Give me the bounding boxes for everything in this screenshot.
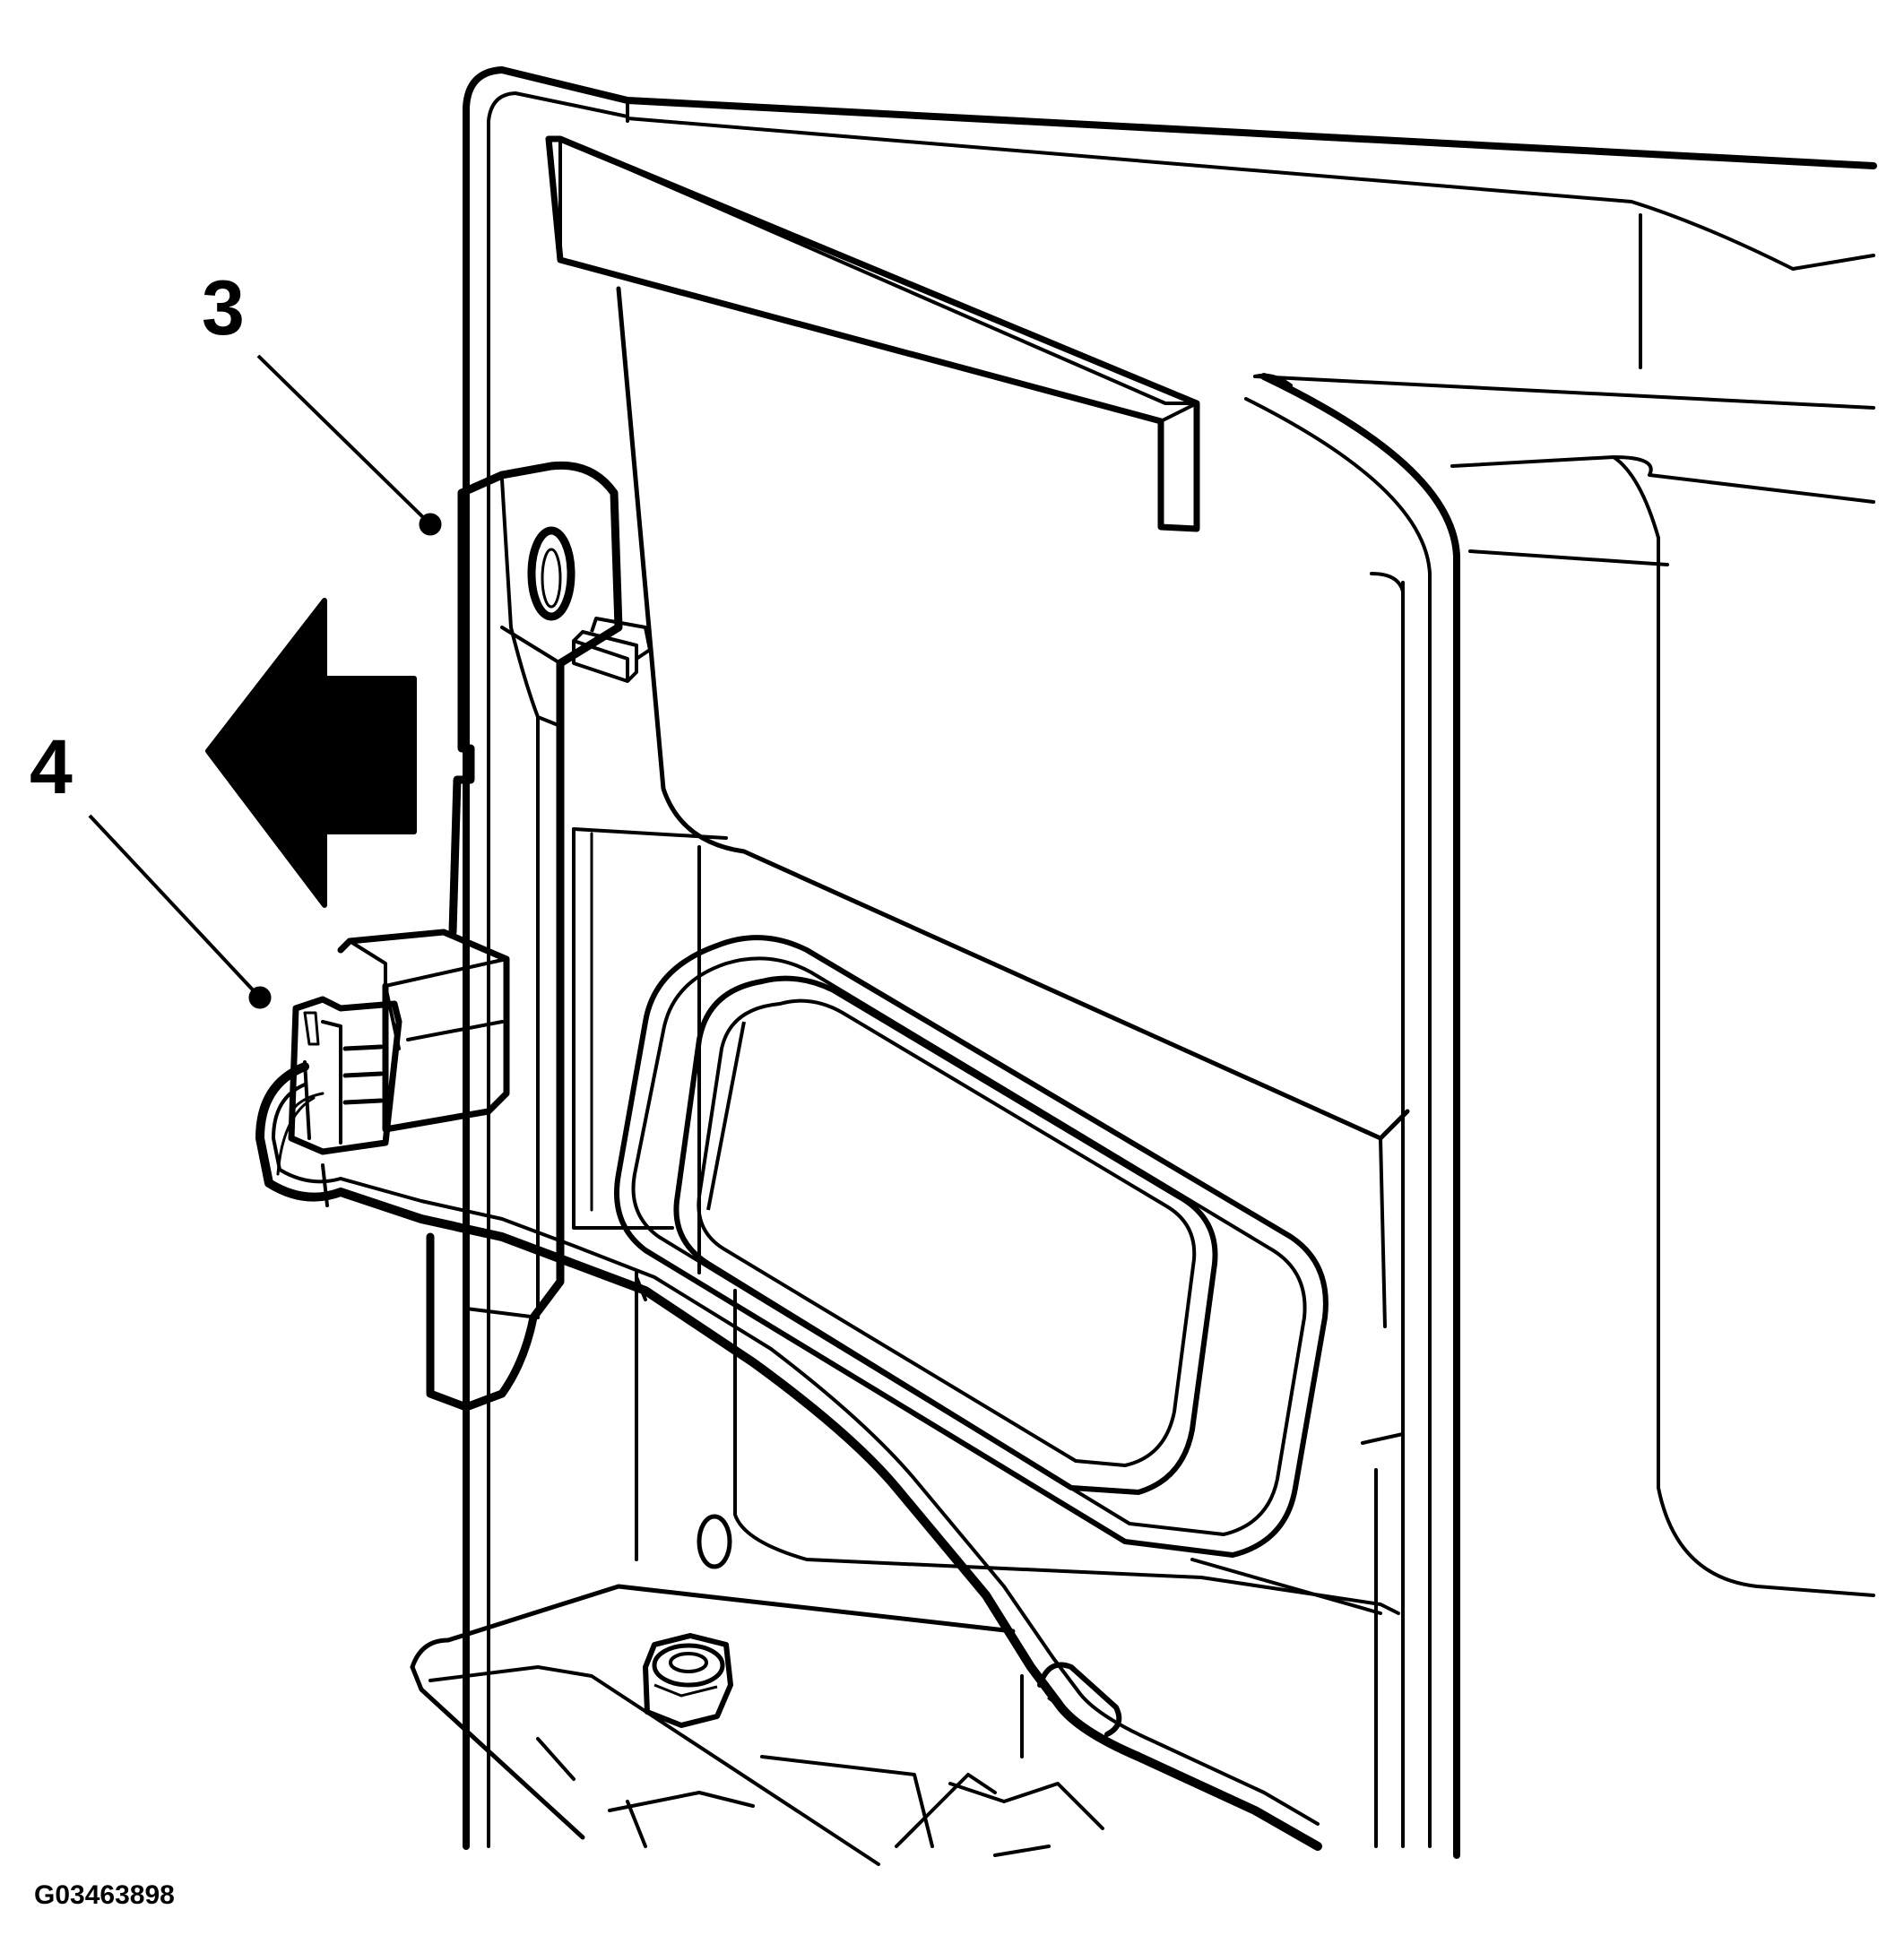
removal-arrow	[205, 598, 417, 908]
inner-frame	[1244, 373, 1460, 1859]
top-slot	[545, 135, 1200, 532]
callout-4-label: 4	[30, 724, 73, 810]
wire-harness	[255, 1062, 1322, 1851]
sensor-bracket	[426, 461, 623, 1412]
recessed-pocket	[572, 286, 1410, 1615]
housing-panel	[463, 66, 1877, 1850]
bolt-hole	[697, 1514, 732, 1569]
bracket-slot	[527, 526, 576, 621]
bracket-tab	[572, 617, 652, 683]
callout-3-label: 3	[202, 265, 245, 351]
callout-3-dot	[419, 513, 442, 536]
figure-code: G03463898	[34, 1880, 175, 1910]
callout-leaders	[88, 354, 442, 1009]
sensor-pad	[614, 935, 1328, 1558]
callout-4-dot	[248, 986, 272, 1009]
hex-nut	[643, 1633, 733, 1728]
electrical-connector	[288, 929, 510, 1155]
bottom-mount	[410, 1584, 1104, 1866]
